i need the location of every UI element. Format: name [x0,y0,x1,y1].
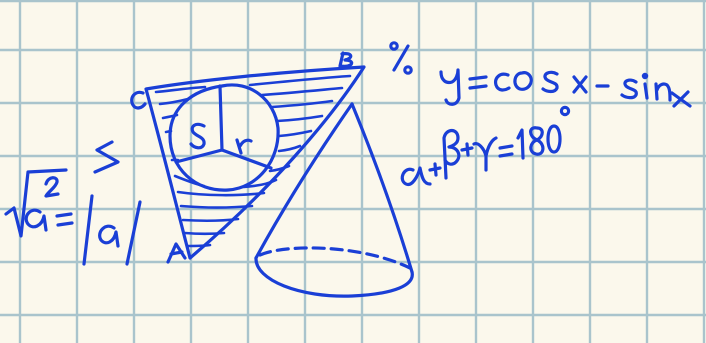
sqrt-identity-formula [4,168,142,266]
vertex-labels [130,51,354,264]
sector-s-label: S [190,134,199,150]
percent-sign [389,41,413,75]
vertex-c-mark [130,90,147,110]
sigma-text: Σ [94,149,110,179]
cone-base-front [254,256,414,298]
triangle-outline [144,65,366,260]
percent-label: % [392,58,405,74]
vertex-c-label: C [130,94,140,110]
vertex-b-label: B [340,54,350,70]
radius-up [218,84,224,152]
cone-base-back [258,246,412,270]
angle-sum-formula [400,105,571,187]
sqrt-identity-text: √a² = |a| [6,213,121,243]
triangle-hatching [154,74,352,248]
vertex-a-label: A [168,250,178,266]
radius-left [174,148,224,164]
vertex-a-mark [166,242,187,264]
angle-sum-text: α+β+γ=180° [398,159,548,184]
inscribed-circle [168,83,280,192]
sigma-symbol [93,140,120,174]
cone-sketch [254,102,414,298]
sector-r-mark [235,138,253,155]
sector-r-label: r [238,140,244,156]
hatched-triangle-sketch [144,65,366,260]
cone-right-side [350,102,414,274]
sector-s-mark [189,122,206,150]
vertex-b-mark [338,51,354,68]
cone-left-side [254,102,354,260]
trig-formula [439,68,692,108]
radius-right [220,148,273,170]
formula-strokes [4,41,692,266]
trig-formula-text: y = cos x - sin x [440,69,648,99]
